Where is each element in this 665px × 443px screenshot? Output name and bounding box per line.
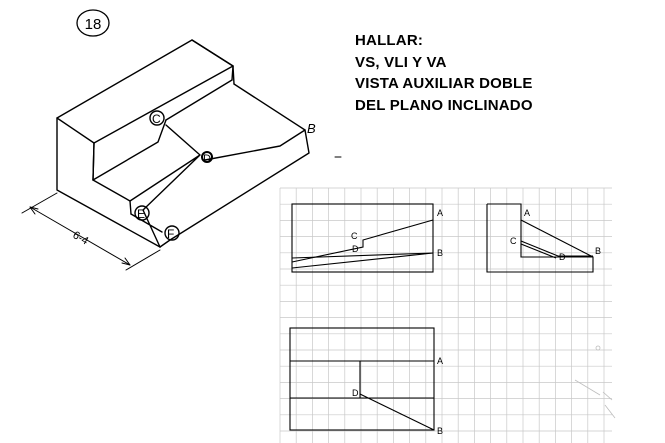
top-view (289, 327, 435, 431)
top-label-B: B (437, 426, 443, 436)
side-view (486, 203, 594, 273)
front-view (291, 203, 434, 273)
iso-label-D: D (203, 153, 211, 165)
point-F-marker (164, 225, 180, 241)
iso-label-C: C (152, 112, 161, 126)
front-label-D: D (352, 244, 359, 254)
dimension-arrow-left (29, 206, 39, 215)
instruction-line-3: VISTA AUXILIAR DOBLE (355, 75, 533, 92)
side-label-B: B (595, 246, 601, 256)
pencil-marks (574, 345, 616, 419)
left-face (56, 117, 161, 248)
problem-number-circle (76, 9, 110, 37)
upper-block-top (56, 39, 234, 144)
iso-label-B: B (307, 121, 316, 136)
instructions-block: HALLAR: VS, VLI Y VA VISTA AUXILIAR DOBL… (355, 30, 533, 116)
instruction-line-2: VS, VLI Y VA (355, 53, 447, 71)
front-label-A: A (437, 208, 443, 218)
side-label-A: A (524, 208, 530, 218)
instruction-line-1: HALLAR: (355, 32, 424, 49)
top-label-D: D (352, 388, 359, 398)
lower-step (92, 119, 167, 215)
dimension-line (21, 192, 161, 271)
problem-number: 18 (85, 16, 102, 33)
dimension-arrow-right (121, 257, 131, 266)
front-label-B: B (437, 248, 443, 258)
grid-paper (279, 187, 612, 443)
bottom-edge (159, 239, 171, 248)
point-C-marker (149, 110, 165, 126)
instruction-line-4: DEL PLANO INCLINADO (355, 96, 533, 114)
iso-label-F: F (167, 227, 174, 241)
right-end-face (169, 129, 310, 241)
isometric-sketch (21, 9, 342, 271)
point-E-marker (134, 205, 150, 221)
front-label-C: C (351, 231, 358, 241)
inclined-plane (129, 124, 201, 248)
side-label-C: C (510, 236, 517, 246)
point-D-marker (201, 151, 213, 163)
side-label-D: D (559, 252, 566, 262)
upper-block-front (92, 65, 234, 181)
iso-label-E: E (137, 207, 145, 221)
top-label-A: A (437, 356, 443, 366)
rear-edge (165, 79, 306, 131)
